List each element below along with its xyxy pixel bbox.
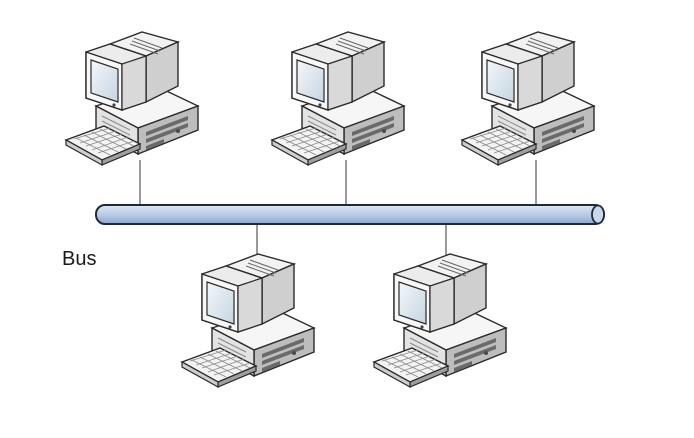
- desktop-computer-icon: [461, 31, 595, 166]
- computer-pc-2: [271, 31, 405, 166]
- computer-pc-1: [65, 31, 199, 166]
- computer-pc-4: [181, 253, 315, 388]
- computer-pc-5: [373, 253, 507, 388]
- desktop-computer-icon: [181, 253, 315, 388]
- bus-label: Bus: [62, 248, 97, 270]
- desktop-computer-icon: [271, 31, 405, 166]
- computer-pc-3: [461, 31, 595, 166]
- desktop-computer-icon: [373, 253, 507, 388]
- bus-cable: [95, 204, 605, 225]
- desktop-computer-icon: [65, 31, 199, 166]
